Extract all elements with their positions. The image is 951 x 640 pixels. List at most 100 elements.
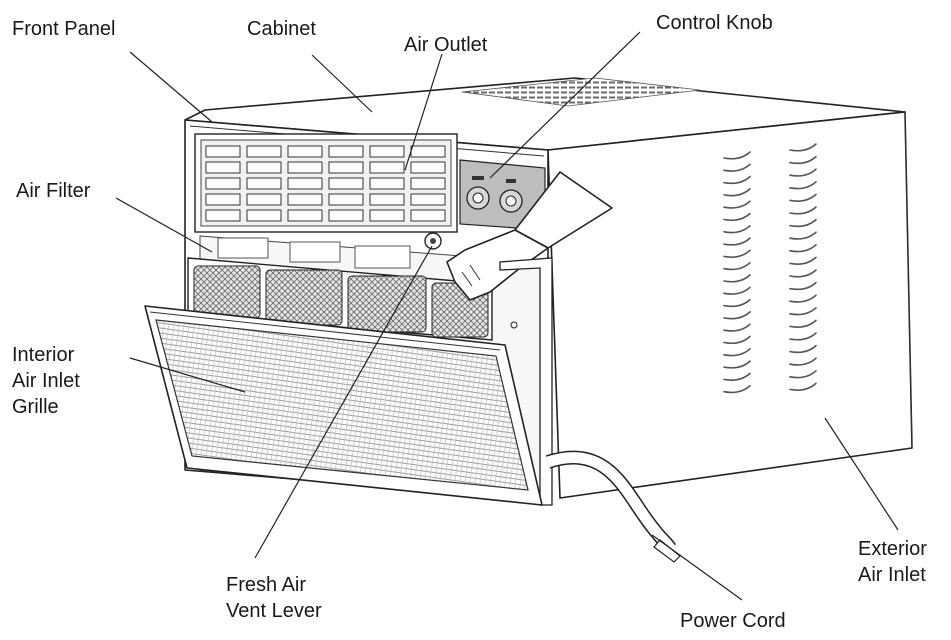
- louver-slot: [789, 319, 817, 328]
- louver-slot: [789, 143, 817, 152]
- label-fresh-air-line-2: Vent Lever: [226, 600, 322, 622]
- outlet-vane: [205, 145, 241, 158]
- louver-slot: [789, 244, 817, 253]
- louver-slot: [723, 348, 751, 357]
- louver-slot: [723, 175, 751, 185]
- louver-slot: [789, 155, 817, 165]
- louver-slot: [723, 225, 751, 234]
- louver-slot: [723, 274, 751, 283]
- outlet-vane: [369, 177, 405, 190]
- label-interior-line-3: Grille: [12, 396, 59, 418]
- label-cabinet: Cabinet: [247, 18, 316, 40]
- label-exterior-line-1: Exterior: [858, 538, 927, 560]
- outlet-vane: [287, 177, 323, 190]
- label-air-outlet: Air Outlet: [404, 34, 488, 56]
- louver-slot: [723, 372, 751, 381]
- louver-slot: [789, 256, 817, 265]
- louver-slot: [723, 286, 751, 295]
- control-knob-left: [466, 176, 490, 210]
- label-front-panel: Front Panel: [12, 18, 116, 40]
- outlet-vane: [328, 145, 364, 158]
- louver-slot: [723, 237, 751, 246]
- label-exterior-line-2: Air Inlet: [858, 564, 926, 586]
- louver-slot: [789, 181, 817, 190]
- louver-slot: [789, 193, 817, 202]
- louver-slot: [789, 269, 817, 278]
- louver-slot: [723, 298, 751, 308]
- louver-slot: [723, 163, 751, 172]
- leader-control-knob: [489, 31, 641, 179]
- hand-icon: [446, 171, 613, 301]
- outlet-vane: [328, 193, 364, 206]
- outlet-vane: [246, 209, 282, 222]
- label-exterior-air-inlet: Exterior Air Inlet: [858, 536, 927, 588]
- leader-front-panel: [129, 51, 213, 123]
- louver-slot: [723, 188, 751, 197]
- louver-slot: [723, 249, 751, 258]
- fresh-air-vent-lever: [424, 232, 442, 250]
- louver-slot: [723, 311, 751, 320]
- louver-slot: [789, 357, 817, 366]
- louver-slot: [789, 307, 817, 316]
- outlet-vane: [246, 145, 282, 158]
- louver-slot: [789, 382, 817, 391]
- outlet-vane: [410, 209, 446, 222]
- label-air-filter: Air Filter: [16, 180, 91, 202]
- label-control-knob: Control Knob: [656, 12, 773, 34]
- leader-fresh-air-lever: [254, 245, 433, 559]
- filter-section-1: [193, 265, 261, 319]
- filter-section-3: [347, 275, 427, 333]
- louver-slot: [789, 218, 817, 228]
- leader-power-cord: [651, 534, 743, 601]
- power-cord: [545, 450, 681, 563]
- outlet-vane: [369, 193, 405, 206]
- louver-slot: [723, 335, 751, 345]
- top-vent: [461, 77, 701, 107]
- filter-section-2: [265, 269, 343, 326]
- exterior-air-inlet-louvers: [723, 143, 817, 394]
- louver-slot: [723, 360, 751, 369]
- outlet-vane: [410, 161, 446, 174]
- leader-exterior-inlet: [824, 417, 899, 531]
- louver-slot: [789, 168, 817, 177]
- leader-air-filter: [115, 197, 213, 253]
- leader-lines: [115, 31, 899, 601]
- outlet-vane: [328, 161, 364, 174]
- outlet-vane: [410, 193, 446, 206]
- control-knob-right: [499, 179, 523, 213]
- louver-slot: [723, 323, 751, 332]
- label-interior-line-1: Interior: [12, 344, 75, 366]
- label-interior-line-2: Air Inlet: [12, 370, 80, 392]
- outlet-vane: [410, 177, 446, 190]
- outlet-vane: [205, 177, 241, 190]
- louver-slot: [723, 261, 751, 271]
- leader-cabinet: [311, 54, 373, 113]
- louver-slot: [723, 200, 751, 209]
- outlet-vane: [246, 193, 282, 206]
- outlet-vane: [369, 161, 405, 174]
- outlet-vane: [369, 209, 405, 222]
- label-interior-air-inlet-grille: Interior Air Inlet Grille: [12, 342, 80, 420]
- outlet-vane: [287, 145, 323, 158]
- leader-air-outlet: [404, 53, 443, 171]
- louver-slot: [789, 206, 817, 215]
- louver-slot: [789, 332, 817, 341]
- air-outlet-vanes: [205, 145, 446, 222]
- label-fresh-air-vent-lever: Fresh Air Vent Lever: [226, 572, 322, 624]
- louver-slot: [723, 212, 751, 222]
- louver-slot: [789, 344, 817, 354]
- outlet-vane: [328, 177, 364, 190]
- label-fresh-air-line-1: Fresh Air: [226, 574, 307, 596]
- louver-slot: [789, 294, 817, 303]
- leader-interior-grille: [129, 357, 246, 393]
- outlet-vane: [205, 209, 241, 222]
- outlet-vane: [287, 209, 323, 222]
- outlet-vane: [287, 193, 323, 206]
- outlet-vane: [205, 161, 241, 174]
- louver-slot: [723, 151, 751, 160]
- outlet-vane: [410, 145, 446, 158]
- cabinet: [184, 77, 913, 499]
- outlet-vane: [287, 161, 323, 174]
- outlet-vane: [205, 193, 241, 206]
